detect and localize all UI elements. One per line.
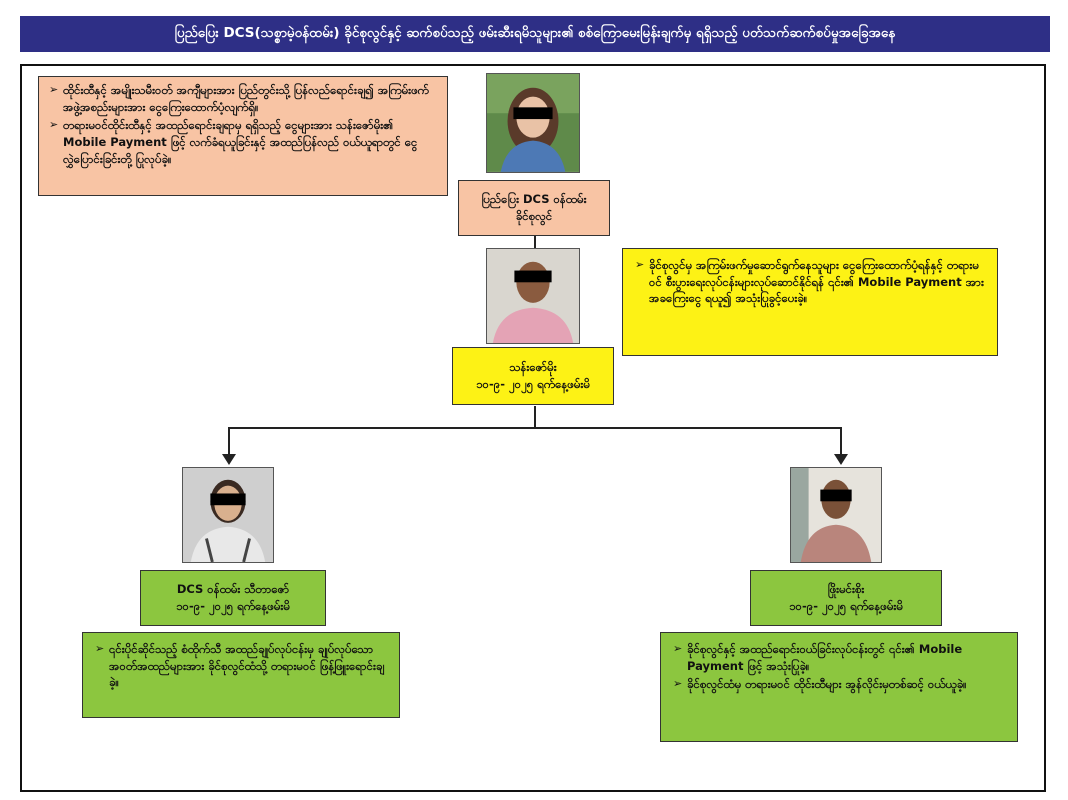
middle-note: ➢ခိုင်စုလွင်မှ အကြမ်းဖက်မှုဆောင်ရွက်နေသူ…	[622, 248, 998, 356]
middle-person-label: သန်းဇော်မိုး ၁၀-၉- ၂၀၂၅ ရက်နေ့ဖမ်းမိ	[452, 347, 614, 405]
connector-top	[534, 236, 536, 248]
portrait-man-icon	[791, 468, 881, 562]
photo-left-person	[182, 467, 274, 563]
photo-right-person	[790, 467, 882, 563]
left-note: ➢၎င်းပိုင်ဆိုင်သည့် စံထိုက်သီ အထည်ချုပ်လ…	[82, 632, 400, 718]
note-bullet: ➢တရားမဝင်ထိုင်းထီနှင့် အထည်ရောင်းချရာမှ …	[49, 118, 418, 166]
connector-left-down	[228, 427, 230, 457]
right-note: ➢ခိုင်စုလွင်နှင့် အထည်ရောင်းဝယ်ခြင်းလုပ်…	[660, 632, 1018, 742]
left-person-label: DCS ဝန်ထမ်း သီတာဇော် ၁၀-၉- ၂၀၂၅ ရက်နေ့ဖမ…	[140, 570, 326, 626]
diagram-frame	[20, 64, 1046, 792]
portrait-woman-icon	[487, 74, 579, 172]
note-bullet: ➢ခိုင်စုလွင်မှ အကြမ်းဖက်မှုဆောင်ရွက်နေသူ…	[635, 258, 984, 306]
portrait-man-icon	[487, 249, 579, 343]
connector-middle-down	[534, 406, 536, 428]
arrowhead-bullet-icon: ➢	[49, 118, 59, 132]
note-bullet: ➢ခိုင်စုလွင်နှင့် အထည်ရောင်းဝယ်ခြင်းလုပ်…	[673, 642, 963, 673]
top-person-label: ပြည်ပြေး DCS ဝန်ထမ်း ခိုင်စုလွင်	[458, 180, 610, 236]
note-bullet: ➢၎င်းပိုင်ဆိုင်သည့် စံထိုက်သီ အထည်ချုပ်လ…	[95, 642, 385, 690]
connector-right-down	[840, 427, 842, 457]
arrowhead-left-icon	[222, 454, 236, 465]
note-bullet: ➢ခိုင်စုလွင်ထံမှ တရားမဝင် ထိုင်းထီများ အ…	[673, 677, 967, 692]
page-title: ပြည်ပြေး DCS(သစ္စာမဲ့ဝန်ထမ်း) ခိုင်စုလွင…	[20, 16, 1050, 52]
right-person-label: ဖြိုးမင်းစိုး ၁၀-၉- ၂၀၂၅ ရက်နေ့ဖမ်းမိ	[750, 570, 942, 626]
arrowhead-right-icon	[834, 454, 848, 465]
arrowhead-bullet-icon: ➢	[95, 642, 105, 655]
note-bullet: ➢ထိုင်းထီနှင့် အမျိုးသမီးဝတ် အကျီများအား…	[49, 83, 429, 114]
photo-top-person	[486, 73, 580, 173]
arrowhead-bullet-icon: ➢	[635, 258, 645, 271]
photo-middle-person	[486, 248, 580, 344]
arrowhead-bullet-icon: ➢	[49, 83, 59, 96]
arrowhead-bullet-icon: ➢	[673, 677, 683, 691]
top-left-note: ➢ထိုင်းထီနှင့် အမျိုးသမီးဝတ် အကျီများအား…	[38, 76, 448, 196]
connector-horizontal	[228, 427, 842, 429]
arrowhead-bullet-icon: ➢	[673, 642, 683, 655]
portrait-woman-icon	[183, 468, 273, 562]
